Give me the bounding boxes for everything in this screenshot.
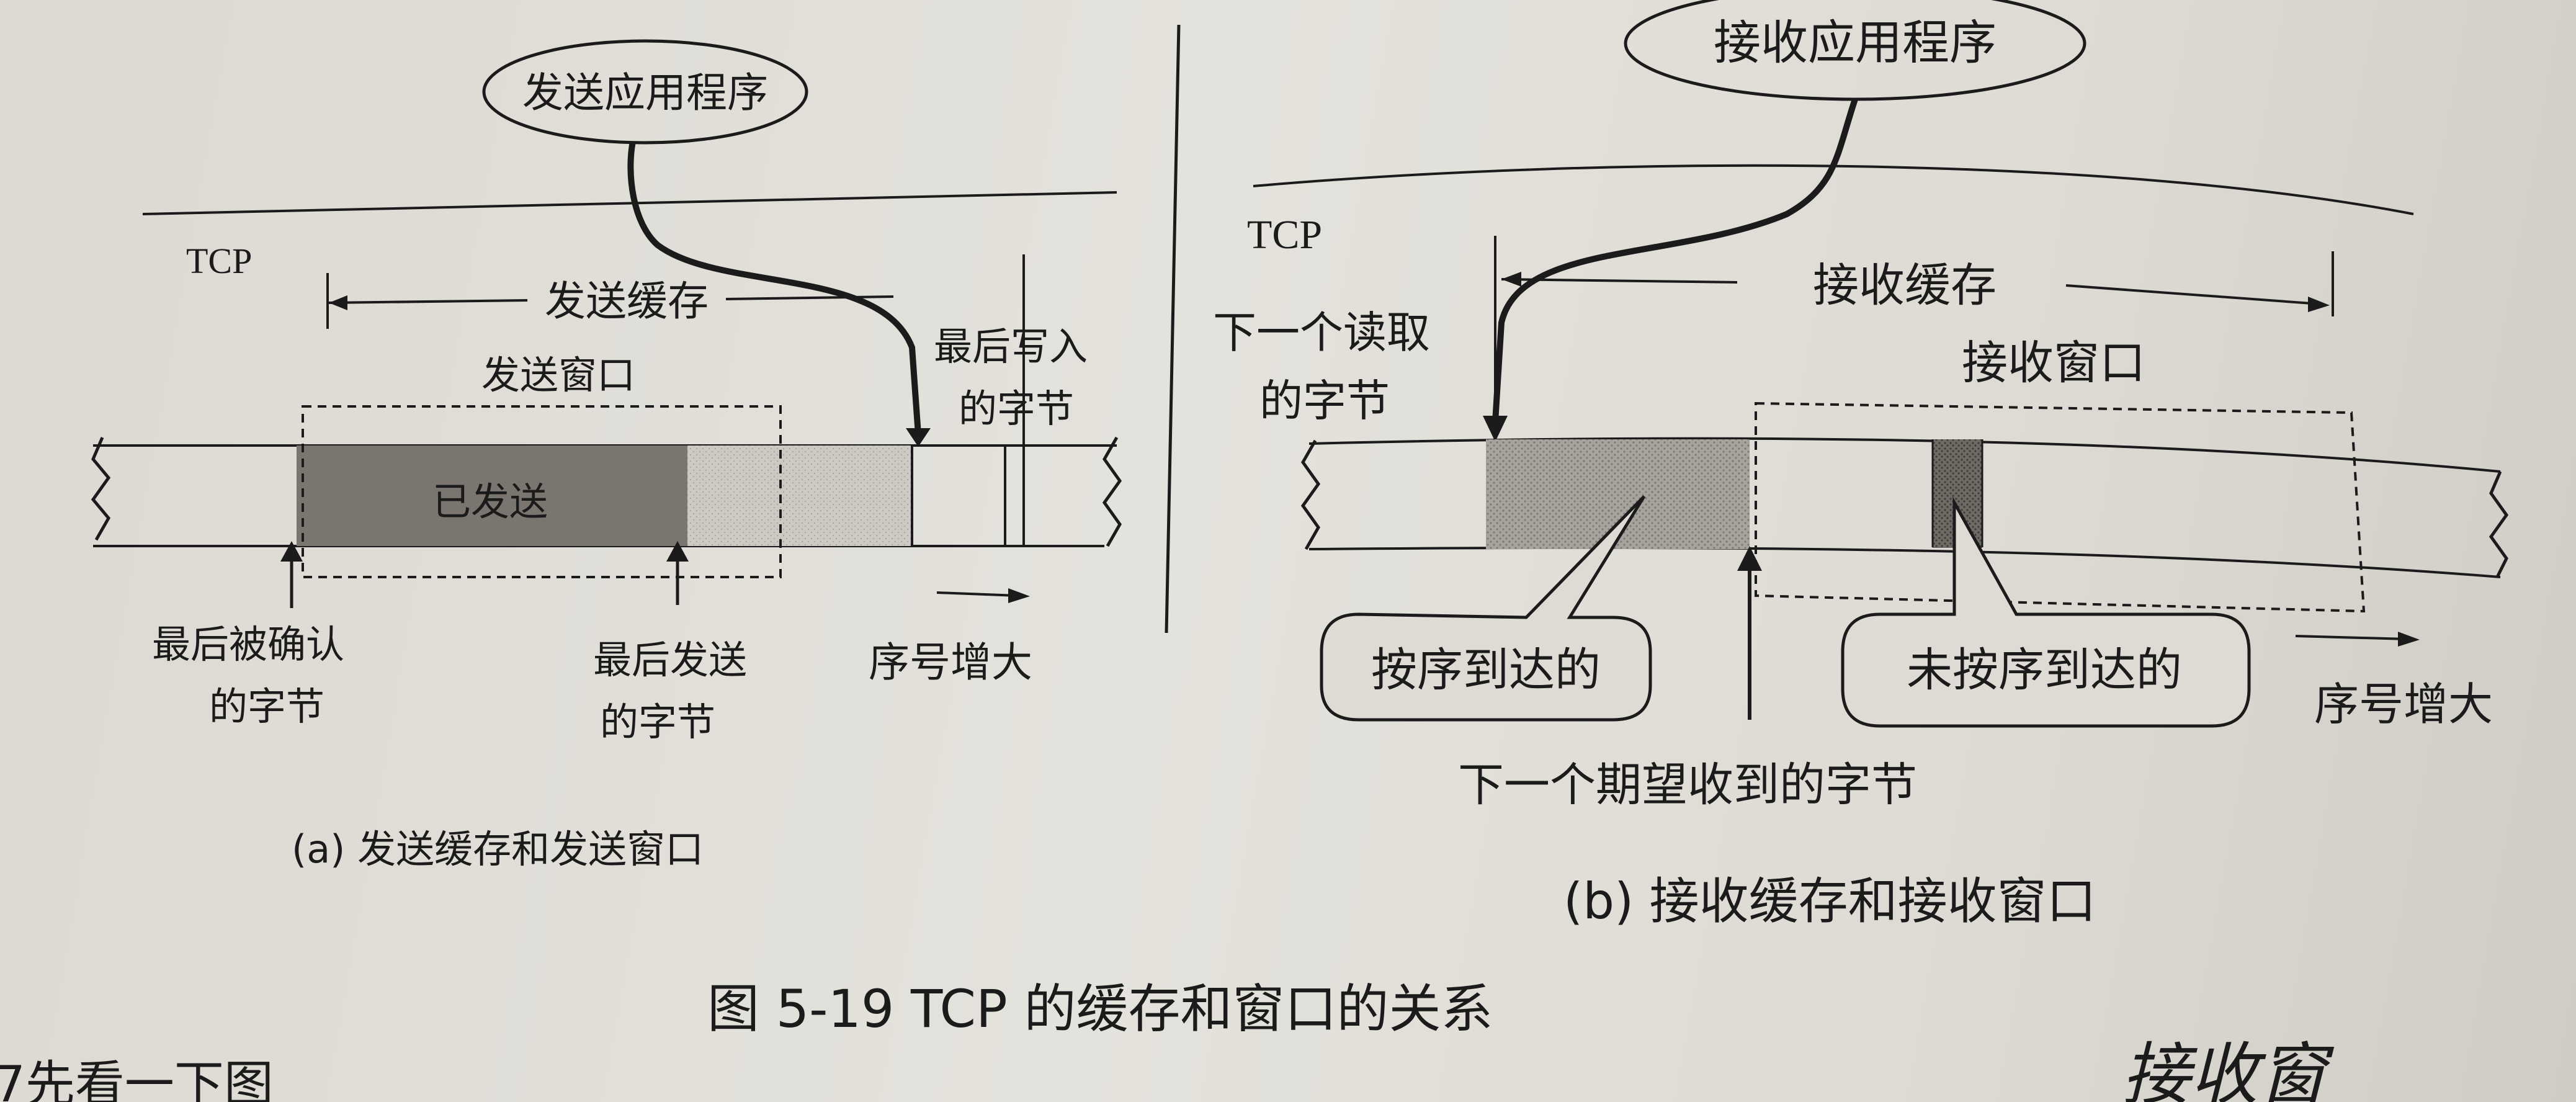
send-buffer-label: 发送缓存 [545, 277, 709, 325]
recv-app-label: 接收应用程序 [1714, 15, 1997, 70]
caption-a: (a) 发送缓存和发送窗口 [292, 827, 704, 872]
app-boundary-line-b [1253, 164, 2414, 215]
write-arrow [627, 141, 921, 435]
handwriting-note: 接收窗 [2122, 1035, 2335, 1102]
in-order-callout [1320, 495, 1652, 722]
last-sent-line2: 的字节 [600, 699, 715, 745]
seq-increase-a: 序号增大 [869, 638, 1032, 686]
sent-region [297, 446, 687, 546]
recv-buffer-label: 接收缓存 [1813, 259, 1997, 312]
send-buffer-line-right [725, 295, 894, 300]
sendable-region [687, 446, 912, 546]
panel-b-receive: 接收应用程序 TCP 接收缓存 下一个读取 的字节 接收窗口 按序到达的 [1213, 0, 2509, 930]
tcp-label-a: TCP [186, 241, 252, 281]
strip-break-right-a [1102, 436, 1122, 547]
panel-a-send: 发送应用程序 TCP 发送缓存 发送窗口 最后写入 的字节 已发送 [91, 39, 1122, 872]
last-written-line1: 最后写入 [934, 324, 1088, 369]
send-buffer-line-left [328, 299, 528, 304]
last-sent-arrow [666, 541, 689, 562]
recv-window-label: 接收窗口 [1962, 336, 2145, 390]
seq-increase-b: 序号增大 [2314, 678, 2493, 730]
recv-window-box [1755, 401, 2366, 613]
last-written-line2: 的字节 [959, 386, 1074, 431]
next-read-line1: 下一个读取 [1213, 307, 1430, 358]
out-of-order-callout [1841, 496, 2251, 728]
seq-arrow-a [1008, 588, 1030, 603]
caption-b: (b) 接收缓存和接收窗口 [1563, 872, 2096, 930]
send-window-box [302, 405, 782, 578]
last-acked-line1: 最后被确认 [152, 622, 344, 667]
last-sent-line1: 最后发送 [593, 637, 747, 683]
seq-arrow-b [2398, 632, 2420, 647]
figure-caption: 图 5-19 TCP 的缓存和窗口的关系 [707, 979, 1493, 1039]
strip-break-left-b [1300, 439, 1321, 550]
last-acked-line2: 的字节 [209, 684, 324, 729]
strip-break-left-a [91, 437, 111, 541]
send-app-label: 发送应用程序 [522, 69, 768, 117]
last-acked-arrow [280, 541, 303, 562]
send-app-bubble [482, 39, 808, 145]
in-order-label: 按序到达的 [1371, 643, 1601, 697]
sent-label: 已发送 [432, 479, 548, 524]
write-arrowhead [906, 428, 931, 447]
read-arrow [1492, 98, 1858, 423]
next-read-line2: 的字节 [1259, 375, 1390, 426]
strip-break-right-b [2489, 471, 2509, 578]
next-expected-arrow [1737, 546, 1762, 571]
out-of-order-label: 未按序到达的 [1907, 643, 2182, 697]
panel-divider [1165, 24, 1181, 634]
bottom-left-text: 7先看一下图 [0, 1055, 274, 1102]
tcp-label-b: TCP [1247, 212, 1322, 258]
app-boundary-line-a [142, 191, 1117, 215]
send-window-label: 发送窗口 [481, 352, 635, 398]
next-expected-label: 下一个期望收到的字节 [1458, 758, 1917, 812]
